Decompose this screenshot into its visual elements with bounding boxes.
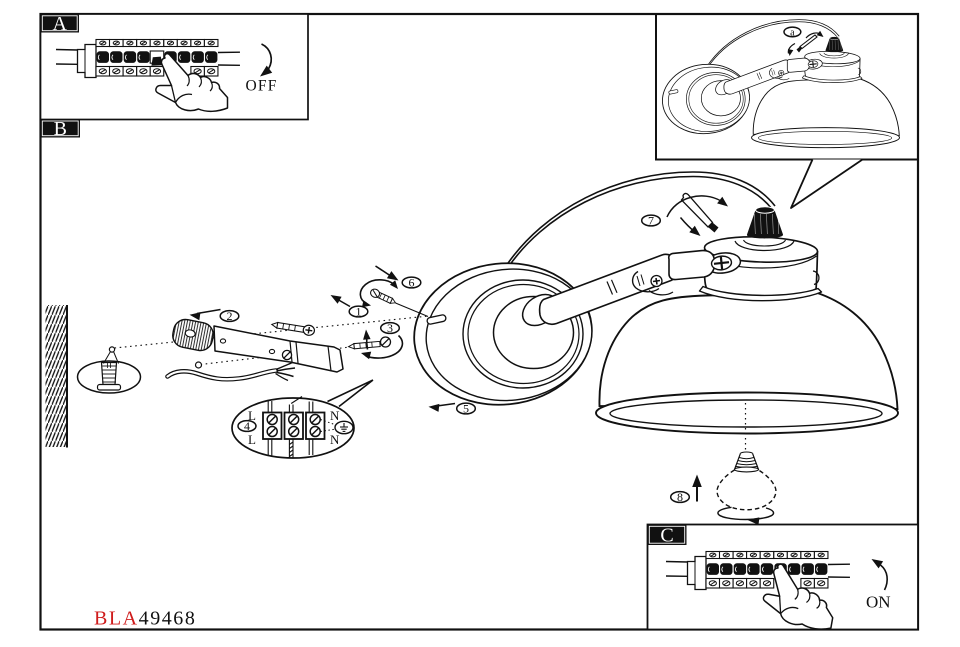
- svg-text:L: L: [248, 432, 256, 447]
- svg-text:N: N: [330, 432, 340, 447]
- svg-text:OFF: OFF: [246, 78, 278, 95]
- svg-text:2: 2: [227, 309, 233, 323]
- svg-text:BLA49468: BLA49468: [94, 608, 196, 630]
- svg-text:3: 3: [387, 321, 393, 335]
- svg-text:4: 4: [244, 419, 250, 433]
- svg-text:7: 7: [648, 214, 654, 228]
- svg-text:N: N: [330, 408, 340, 423]
- svg-text:A: A: [53, 13, 68, 35]
- svg-text:L: L: [248, 408, 256, 423]
- svg-text:8: 8: [677, 490, 683, 504]
- svg-text:a: a: [790, 27, 795, 38]
- svg-text:1: 1: [356, 305, 362, 319]
- svg-text:ON: ON: [866, 593, 891, 612]
- svg-text:5: 5: [463, 402, 469, 416]
- svg-text:C: C: [660, 525, 673, 547]
- svg-text:B: B: [54, 118, 67, 140]
- svg-text:6: 6: [409, 276, 415, 290]
